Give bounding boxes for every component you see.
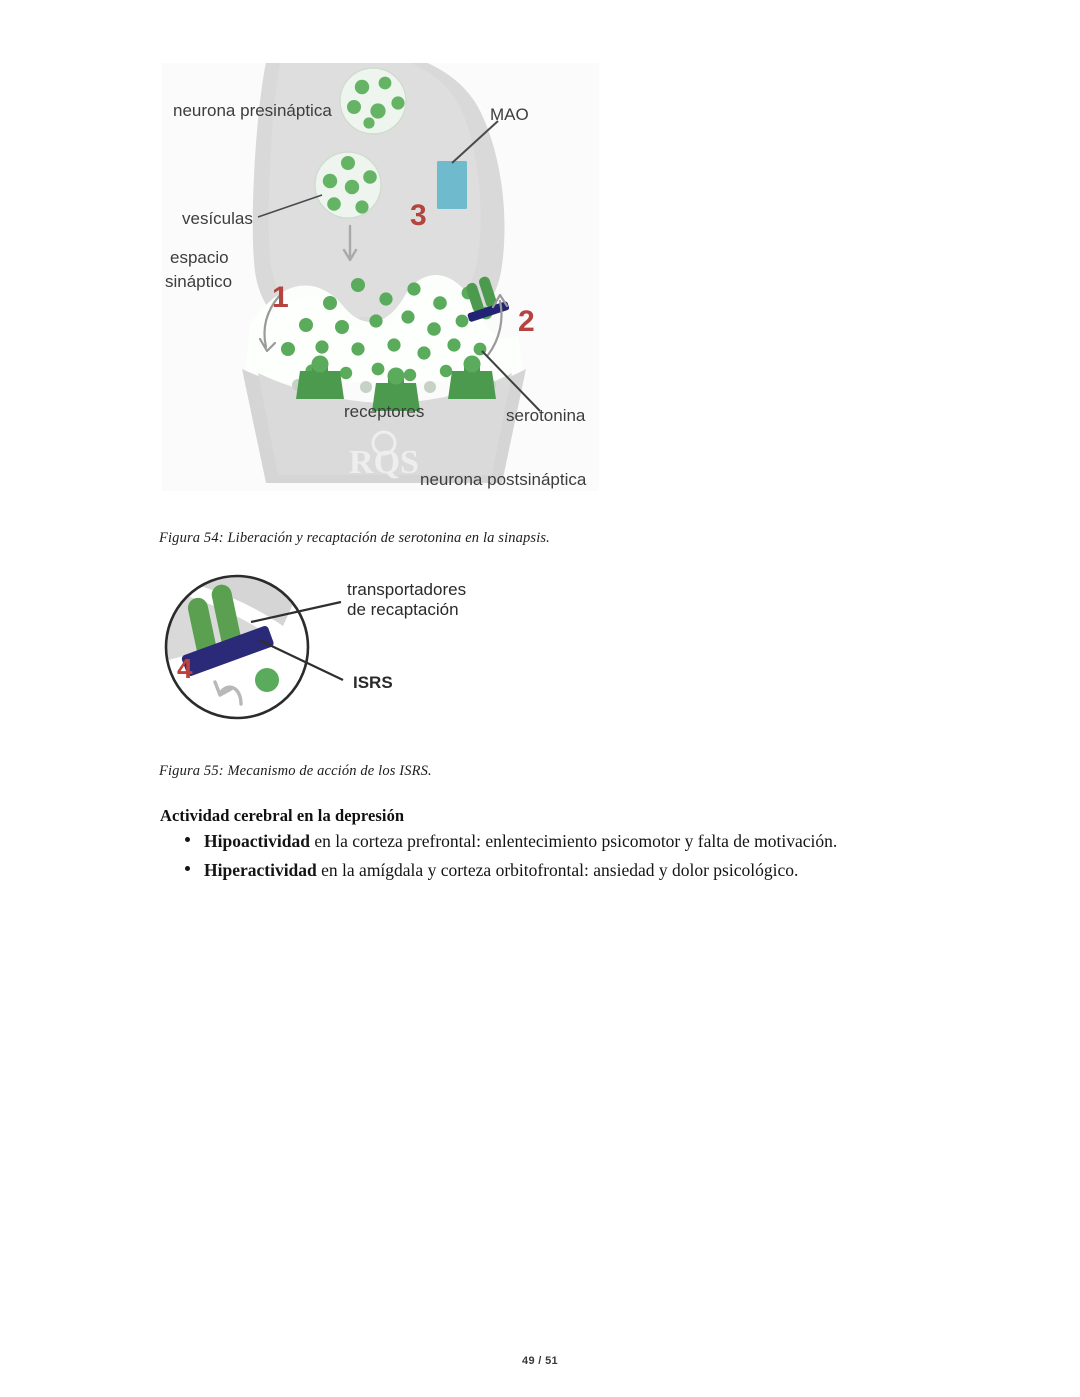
step-number-3: 3: [410, 199, 427, 232]
ssri-blocker-bar: [181, 626, 274, 676]
transporter-bar-left: [187, 597, 217, 659]
label-mao: MAO: [490, 105, 529, 124]
svg-text:RQS: RQS: [349, 444, 419, 481]
vesicle-lower: [314, 151, 382, 219]
label-receptors: receptores: [344, 402, 424, 421]
magnifier-contents: 4: [166, 576, 308, 718]
mao-leader-line: [451, 120, 499, 164]
label-synaptic-space-line1: espacio: [170, 248, 229, 267]
label-ssri: ISRS: [353, 673, 393, 692]
serotonin-molecules: [281, 278, 493, 382]
reuptake-blocked-arrowhead: [213, 680, 233, 697]
step-number-2: 2: [518, 305, 535, 338]
serotonin-leader-line: [481, 350, 541, 412]
vesicles-leader-line: [257, 194, 323, 218]
page-number-footer: 49 / 51: [522, 1355, 558, 1367]
bullet-text: en la corteza prefrontal: enlentecimient…: [310, 831, 838, 851]
reuptake-blocked-arrow: [219, 685, 243, 706]
label-postsynaptic-neuron: neurona postsináptica: [420, 470, 587, 489]
step-number-1: 1: [272, 281, 289, 314]
vesicle-upper: [339, 67, 407, 135]
bullet-text: en la amígdala y corteza orbitofrontal: …: [316, 859, 799, 880]
list-item: Hipoactividad en la corteza prefrontal: …: [185, 828, 924, 855]
step-2-arrow: [486, 299, 503, 357]
bullet-point-icon: [185, 837, 190, 843]
label-presynaptic-neuron: neurona presináptica: [173, 101, 332, 120]
label-vesicles: vesículas: [182, 209, 253, 228]
bullet-strong-term: Hipoactividad: [204, 831, 310, 851]
label-synaptic-space-line2: sináptico: [165, 272, 232, 291]
figure-55-caption: Figura 55: Mecanismo de acción de los IS…: [159, 763, 432, 779]
synapse-diagram: RQS 1 2 3 neurona presináptica MAO vesíc…: [162, 63, 599, 491]
step-1-arrow: [263, 293, 282, 349]
step-2-arrowhead: [491, 293, 509, 309]
receptors-group: [296, 355, 496, 411]
ssri-leader-line: [258, 639, 344, 681]
figure-54-caption: Figura 54: Liberación y recaptación de s…: [159, 530, 550, 546]
rqs-watermark: RQS: [349, 430, 419, 481]
bullet-point-icon: [185, 865, 190, 871]
activity-bullet-list: Hipoactividad en la corteza prefrontal: …: [178, 828, 924, 885]
ssri-mechanism-diagram: 4 transportadores de recaptación ISRS: [163, 568, 485, 726]
reuptake-transporter: [466, 276, 510, 322]
magnifier-circle-outline: [164, 574, 310, 720]
list-item: Hiperactividad en la amígdala y corteza …: [185, 857, 924, 884]
transporter-bar-right: [211, 584, 243, 654]
section-heading: Actividad cerebral en la depresión: [160, 806, 405, 825]
step-number-4: 4: [177, 653, 193, 684]
label-transporters-line2: de recaptación: [347, 600, 459, 619]
figure-54-image: RQS 1 2 3 neurona presináptica MAO vesíc…: [162, 63, 599, 491]
label-serotonin: serotonina: [506, 406, 586, 425]
mao-enzyme-rect: [437, 161, 467, 209]
figure-55-image: 4 transportadores de recaptación ISRS: [163, 568, 485, 726]
step-1-arrowhead: [258, 337, 277, 353]
transporters-leader-line: [250, 600, 342, 624]
bullet-strong-term: Hiperactividad: [204, 859, 317, 880]
label-transporters-line1: transportadores: [347, 580, 466, 599]
free-serotonin-molecule: [255, 668, 279, 692]
vesicle-release-arrow: [342, 224, 358, 262]
